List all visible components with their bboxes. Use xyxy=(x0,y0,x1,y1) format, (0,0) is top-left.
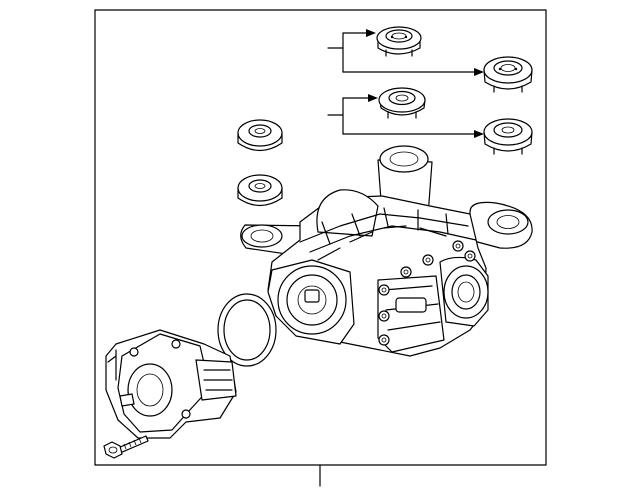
mounting-bolt xyxy=(103,435,149,459)
insulator-3 xyxy=(378,87,426,119)
rear-differential-housing xyxy=(240,145,533,357)
insulator-2 xyxy=(483,56,533,93)
insulator-1 xyxy=(376,26,422,57)
housing-bolts xyxy=(378,240,476,346)
callout-bracket-middle xyxy=(327,94,484,138)
upper-mount-bushing xyxy=(237,119,283,152)
diagram-frame xyxy=(94,9,547,487)
insulator-4 xyxy=(483,118,533,155)
breather-hose xyxy=(454,338,508,358)
lower-mount-bushing xyxy=(237,174,283,207)
electronic-coupling-unit xyxy=(105,329,237,439)
gasket-ring xyxy=(217,293,277,367)
callout-bracket-top xyxy=(327,29,484,76)
